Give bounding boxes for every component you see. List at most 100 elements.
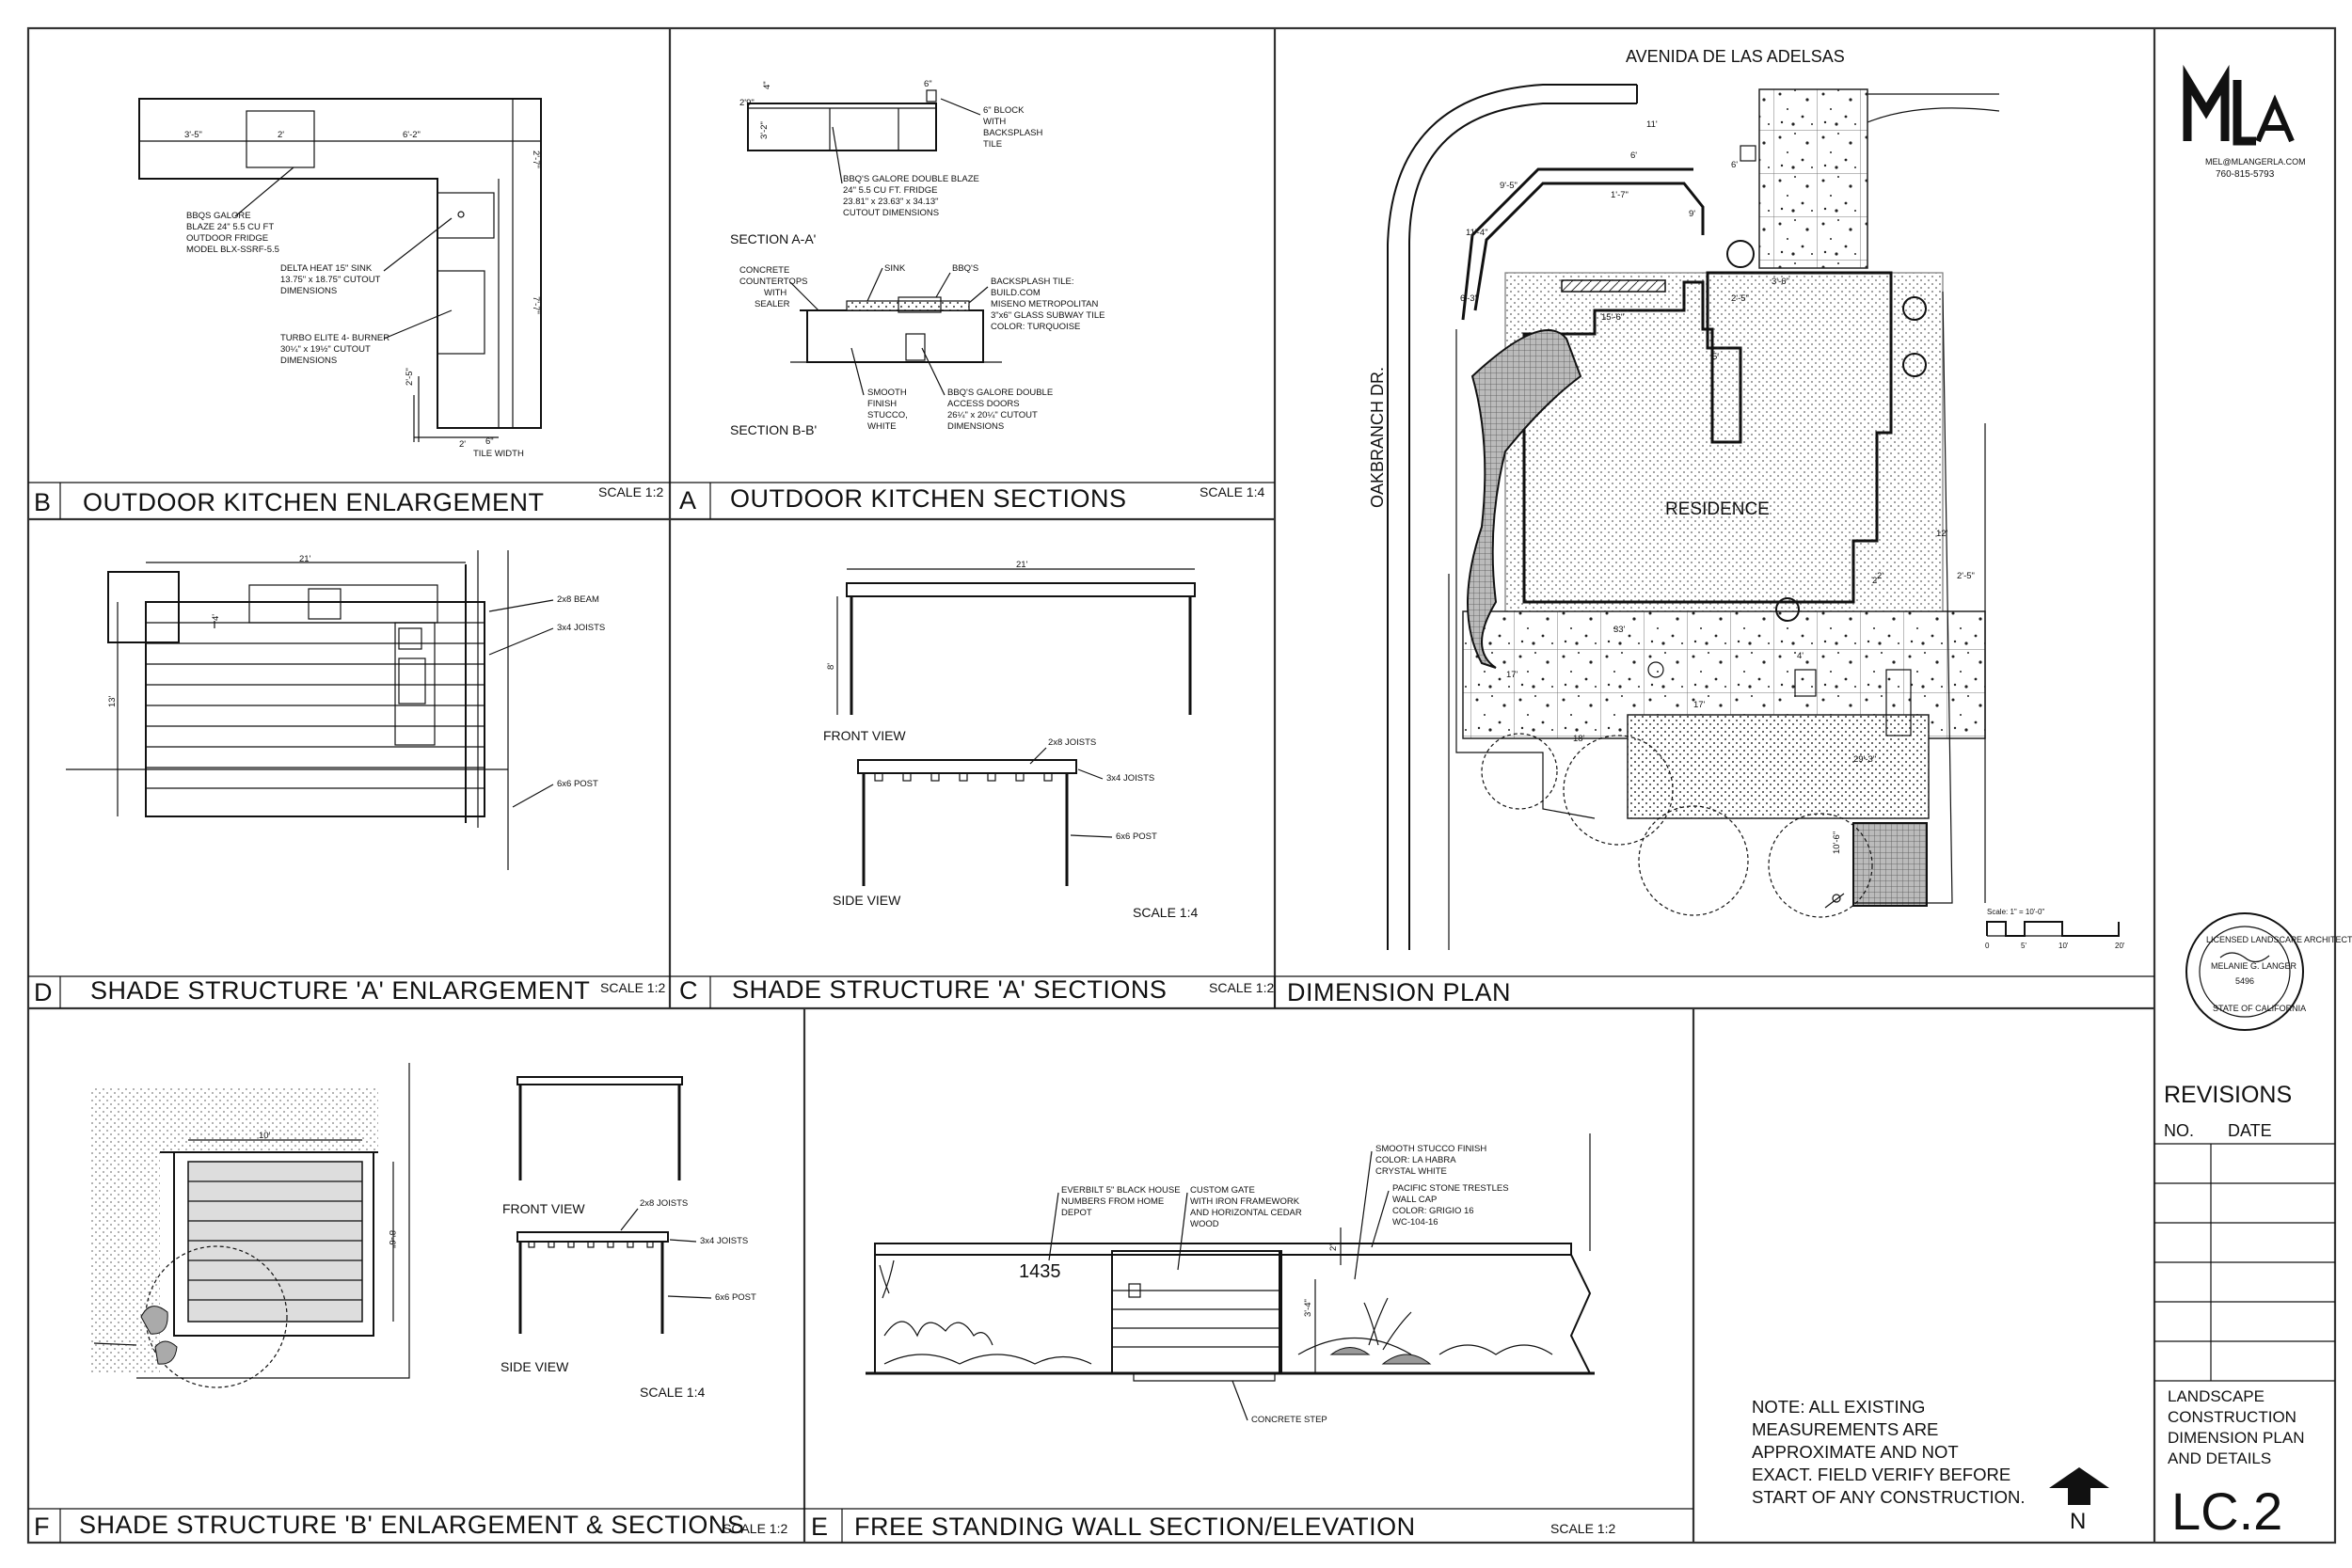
fridge-note-2: BLAZE 24" 5.5 CU FT <box>186 222 274 232</box>
license-seal: LICENSED LANDSCAPE ARCHITECT STATE OF CA… <box>2185 912 2352 1031</box>
panel-c-scale: SCALE 1:2 <box>1209 980 1274 995</box>
double-fridge-note-1: BBQ'S GALORE DOUBLE BLAZE <box>843 174 979 184</box>
shade-a-plan <box>66 550 509 870</box>
revisions-title: REVISIONS <box>2164 1082 2292 1108</box>
fridge-note-4: MODEL BLX-SSRF-5.5 <box>186 245 279 255</box>
shade-a-front-view <box>836 568 1196 715</box>
counter-note-3: WITH <box>764 288 787 298</box>
burner-note-1: TURBO ELITE 4- BURNER <box>280 333 389 343</box>
numbers-note-3: DEPOT <box>1061 1208 1092 1218</box>
plan-dim-13: 18' <box>1573 734 1585 744</box>
plan-dim-21: 2' <box>1872 576 1879 586</box>
section-aa-dim-4: 6" <box>924 79 932 89</box>
gate-note-4: WOOD <box>1190 1219 1219 1229</box>
fridge-outline <box>246 110 315 168</box>
plan-dim-12: 17' <box>1506 670 1518 680</box>
kitchen-plan <box>138 98 542 442</box>
block-note-2: WITH <box>983 117 1006 127</box>
fridge-note-1: BBQS GALORE <box>186 211 251 221</box>
shade-a-front-dim-height: 8' <box>826 663 836 670</box>
doors-note-1: BBQ'S GALORE DOUBLE <box>947 388 1053 398</box>
scale-bar-tick-20: 20' <box>2115 942 2125 950</box>
panel-f-scale: SCALE 1:2 <box>723 1521 787 1536</box>
sheet-title-line1: LANDSCAPE <box>2168 1387 2265 1405</box>
revisions-date-header: DATE <box>2228 1121 2272 1140</box>
shade-b-dim-height: 8'-6" <box>387 1230 397 1248</box>
scale-bar-tick-0: 0 <box>1985 942 1990 950</box>
block-note-4: TILE <box>983 139 1002 150</box>
kitchen-dim-8: 6" <box>485 436 494 447</box>
shade-b-2x8-label: 2x8 JOISTS <box>640 1198 688 1209</box>
panel-e-letter: E <box>811 1513 828 1541</box>
counter-note-1: CONCRETE <box>739 265 789 276</box>
panel-d-letter: D <box>34 978 53 1006</box>
sink-note-1: DELTA HEAT 15" SINK <box>280 263 373 274</box>
general-note-line3: APPROXIMATE AND NOT <box>1752 1442 1959 1462</box>
revisions-table <box>2154 1143 2335 1382</box>
section-aa-dim-2: 3'-2" <box>759 121 770 139</box>
shade-a-beam-label: 2x8 BEAM <box>557 594 599 605</box>
panel-b-letter: B <box>34 488 51 516</box>
kitchen-dim-4: 2'-7" <box>531 150 541 168</box>
plan-dim-22: 6' <box>1731 160 1738 170</box>
cap-note-2: WALL CAP <box>1392 1195 1437 1205</box>
shade-a-dim-height: 13' <box>107 695 118 707</box>
panel-e-title: FREE STANDING WALL SECTION/ELEVATION <box>854 1513 1416 1541</box>
shade-a-side-view <box>857 759 1077 886</box>
shade-b-side-view <box>516 1231 669 1334</box>
general-note-line1: NOTE: ALL EXISTING <box>1752 1397 1925 1417</box>
shade-b-6x6-label: 6x6 POST <box>715 1292 756 1303</box>
wall-stucco-note-1: SMOOTH STUCCO FINISH <box>1375 1144 1486 1154</box>
shade-b-front-label: FRONT VIEW <box>502 1201 585 1216</box>
gate-note-1: CUSTOM GATE <box>1190 1185 1255 1196</box>
panel-a-title: OUTDOOR KITCHEN SECTIONS <box>730 484 1127 513</box>
tile-note-4: 3"x6" GLASS SUBWAY TILE <box>991 310 1105 321</box>
plan-dim-9: 2'-5" <box>1957 571 1975 581</box>
plan-dim-4: 9'-5" <box>1500 181 1518 191</box>
shade-b-front-view <box>516 1076 683 1180</box>
plan-dim-17: 6'-3" <box>1460 293 1478 304</box>
sink-note-3: DIMENSIONS <box>280 286 337 296</box>
section-aa-label: SECTION A-A' <box>730 231 816 246</box>
panel-b-title: OUTDOOR KITCHEN ENLARGEMENT <box>83 488 545 516</box>
gate-note-3: AND HORIZONTAL CEDAR <box>1190 1208 1302 1218</box>
panel-dimension-plan-title: DIMENSION PLAN <box>1287 978 1511 1006</box>
plan-dim-11: 2' <box>1877 571 1883 581</box>
kitchen-dim-1: 3'-5" <box>184 130 202 140</box>
shade-b-3x4-label: 3x4 JOISTS <box>700 1236 748 1246</box>
doors-note-4: DIMENSIONS <box>947 421 1004 432</box>
shade-b-plan <box>89 1063 410 1388</box>
shade-a-post-label: 6x6 POST <box>557 779 598 789</box>
shade-a-section-scale: SCALE 1:4 <box>1133 905 1198 920</box>
shade-a-joists-label: 3x4 JOISTS <box>557 623 605 633</box>
wall-stucco-note-3: CRYSTAL WHITE <box>1375 1166 1447 1177</box>
plan-dim-3: 1'-7" <box>1611 190 1629 200</box>
section-aa-dim-1: 2'9" <box>739 98 755 108</box>
doors-note-2: ACCESS DOORS <box>947 399 1020 409</box>
tile-note-2: BUILD.COM <box>991 288 1041 298</box>
concrete-step-label: CONCRETE STEP <box>1251 1415 1327 1425</box>
cap-note-4: WC-104-16 <box>1392 1217 1438 1227</box>
bbqs-label: BBQ'S <box>952 263 978 274</box>
kitchen-dim-2: 2' <box>278 130 284 140</box>
shade-a-dim-width: 21' <box>299 554 311 564</box>
section-bb-drawing <box>790 296 1002 363</box>
double-fridge-note-3: 23.81" x 23.63" x 34.13" <box>843 197 939 207</box>
logo-email: MEL@MLANGERLA.COM <box>2205 157 2306 166</box>
burner-note-2: 30¼" x 19½" CUTOUT <box>280 344 371 355</box>
fridge-note-3: OUTDOOR FRIDGE <box>186 233 268 244</box>
section-aa-dim-3: 4" <box>762 81 772 89</box>
logo-phone: 760-815-5793 <box>2216 169 2275 180</box>
cap-note-1: PACIFIC STONE TRESTLES <box>1392 1183 1509 1194</box>
shade-a-front-label: FRONT VIEW <box>823 728 906 743</box>
plan-dim-14: 17' <box>1693 700 1706 710</box>
shade-a-side-label: SIDE VIEW <box>833 893 901 908</box>
tile-note-1: BACKSPLASH TILE: <box>991 277 1074 287</box>
panel-a-scale: SCALE 1:4 <box>1200 484 1264 499</box>
double-fridge-note-4: CUTOUT DIMENSIONS <box>843 208 939 218</box>
residence-label: RESIDENCE <box>1665 499 1770 519</box>
general-note-line5: START OF ANY CONSTRUCTION. <box>1752 1487 2026 1507</box>
section-bb-label: SECTION B-B' <box>730 422 817 437</box>
scale-bar-tick-10: 10' <box>2058 942 2069 950</box>
shade-a-2x8-label: 2x8 JOISTS <box>1048 737 1096 748</box>
